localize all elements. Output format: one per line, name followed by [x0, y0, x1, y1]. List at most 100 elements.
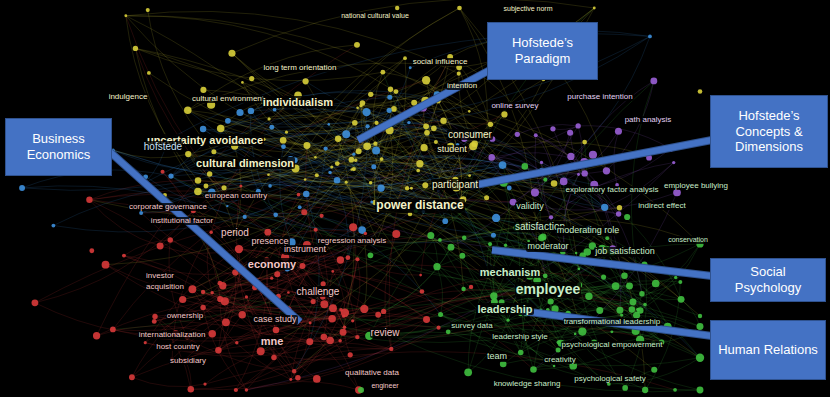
network-dot	[338, 339, 342, 343]
network-dot	[349, 157, 355, 163]
network-dot	[427, 232, 434, 239]
network-dot	[235, 245, 243, 253]
network-link	[188, 154, 550, 301]
network-dot	[457, 6, 462, 11]
network-dot	[356, 106, 359, 109]
network-link	[251, 91, 434, 111]
network-dot	[540, 161, 543, 164]
network-dot	[152, 314, 157, 319]
network-dot	[200, 126, 206, 132]
network-dot	[504, 244, 507, 247]
network-link	[126, 16, 352, 160]
network-dot	[548, 298, 554, 304]
network-dot	[280, 137, 287, 144]
network-link	[155, 233, 365, 316]
term-label: mechanism	[479, 266, 542, 278]
network-dot	[352, 153, 355, 156]
term-label: social influence	[412, 58, 469, 67]
network-dot	[593, 7, 596, 10]
network-dot	[348, 352, 353, 357]
term-label: path analysis	[624, 116, 673, 125]
network-link	[268, 175, 564, 249]
network-dot	[314, 156, 317, 159]
network-dot	[234, 388, 238, 392]
network-dot	[329, 304, 337, 312]
network-dot	[147, 71, 151, 75]
network-dot	[339, 308, 343, 312]
network-link	[274, 326, 439, 358]
network-dot	[381, 309, 386, 314]
callout-text: Business Economics	[12, 131, 105, 162]
network-dot	[484, 195, 489, 200]
network-dot	[264, 229, 271, 236]
network-dot	[349, 223, 357, 231]
network-dot	[281, 144, 286, 149]
network-dot	[488, 122, 493, 127]
callout-box: Business Economics	[5, 118, 112, 176]
network-dot	[648, 34, 652, 38]
network-dot	[616, 211, 621, 216]
network-dot	[355, 257, 359, 261]
network-dot	[615, 128, 622, 135]
network-link	[132, 296, 278, 377]
network-link	[344, 282, 681, 327]
callout-box: Social Psychology	[710, 258, 826, 302]
network-dot	[673, 388, 677, 392]
network-dot	[468, 174, 471, 177]
network-dot	[639, 291, 644, 296]
network-dot	[589, 151, 597, 159]
network-dot	[335, 161, 340, 166]
network-dot	[122, 254, 126, 258]
network-dot	[285, 131, 288, 134]
network-link	[221, 102, 263, 128]
network-link	[171, 172, 493, 235]
network-dot	[352, 167, 356, 171]
network-dot	[269, 125, 274, 130]
term-label: leadership	[476, 303, 533, 315]
network-dot	[102, 261, 110, 269]
network-link	[285, 133, 475, 257]
network-dot	[407, 121, 410, 124]
network-link	[551, 301, 562, 343]
network-dot	[678, 296, 685, 303]
term-label: moderating role	[556, 226, 621, 236]
network-link	[126, 11, 459, 73]
network-dot	[309, 322, 312, 325]
network-dot	[518, 350, 524, 356]
network-dot	[490, 292, 497, 299]
network-dot	[188, 285, 196, 293]
network-dot	[146, 8, 150, 12]
network-dot	[208, 330, 216, 338]
term-label: internationalization	[138, 331, 207, 340]
network-dot	[133, 46, 138, 51]
term-label: individualism	[262, 96, 334, 108]
network-link	[487, 79, 544, 134]
network-link	[124, 256, 235, 275]
network-dot	[238, 311, 245, 318]
network-link	[291, 319, 427, 379]
network-dot	[549, 215, 553, 219]
network-dot	[469, 285, 473, 289]
network-dot	[195, 177, 201, 183]
network-dot	[364, 232, 367, 235]
network-dot	[678, 280, 682, 284]
network-dot	[419, 274, 422, 277]
network-dot	[442, 218, 448, 224]
network-link	[513, 202, 545, 276]
network-dot	[567, 153, 574, 160]
network-dot	[161, 170, 165, 174]
network-link	[89, 195, 315, 230]
network-dot	[491, 233, 496, 238]
network-dot	[651, 367, 657, 373]
network-dot	[19, 185, 25, 191]
network-dot	[375, 312, 381, 318]
term-label: knowledge sharing	[493, 380, 562, 389]
term-label: creativity	[543, 356, 577, 365]
network-dot	[643, 303, 647, 307]
network-dot	[652, 280, 660, 288]
network-dot	[86, 197, 92, 203]
callout-box: Hofstede’s Paradigm	[487, 22, 598, 80]
network-dot	[557, 340, 561, 344]
term-label: period	[220, 227, 250, 238]
